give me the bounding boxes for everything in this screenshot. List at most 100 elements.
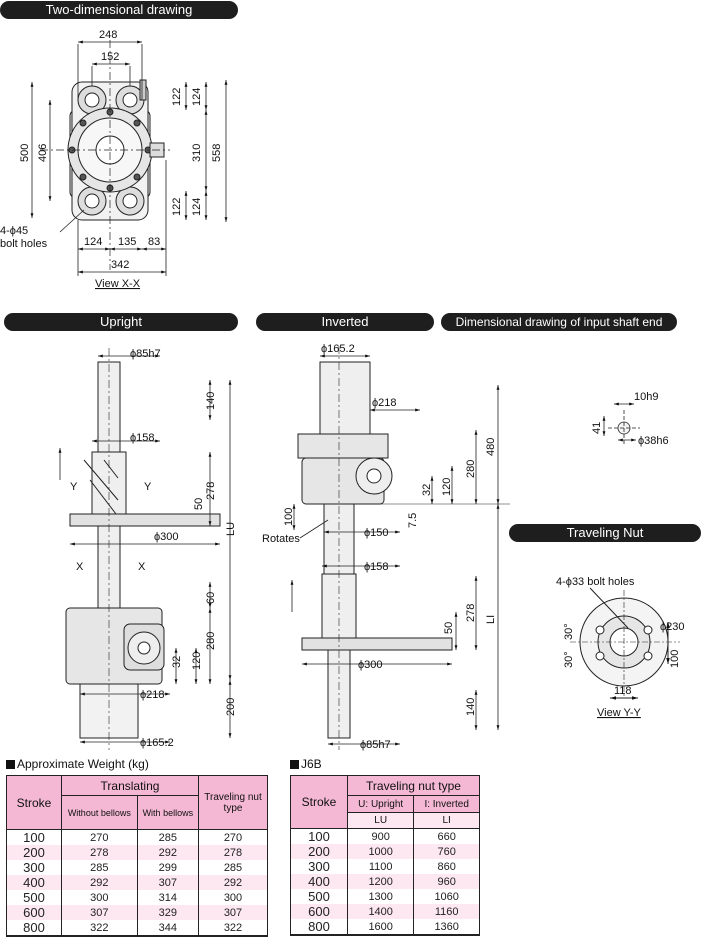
j6b-square-icon bbox=[290, 760, 299, 769]
upright-x-left: X bbox=[76, 561, 84, 573]
bolt-holes-label-2: bolt holes bbox=[0, 238, 48, 250]
upright-phi158: ϕ158 bbox=[130, 432, 155, 444]
value-cell: 960 bbox=[413, 874, 480, 889]
value-cell: 1600 bbox=[346, 919, 415, 936]
shaft-phi38: ϕ38h6 bbox=[638, 435, 669, 447]
inverted-dim-120: 120 bbox=[441, 478, 453, 496]
weight-header-nut-type: Traveling nut type bbox=[198, 775, 268, 830]
value-cell: 270 bbox=[198, 829, 268, 845]
inverted-dim-480: 480 bbox=[485, 438, 497, 456]
upright-dim-280: 280 bbox=[205, 632, 217, 650]
upright-phi300: ϕ300 bbox=[154, 531, 179, 543]
weight-square-icon bbox=[6, 760, 15, 769]
value-cell: 1160 bbox=[413, 904, 480, 919]
value-cell: 1200 bbox=[346, 874, 415, 889]
view-xx-labels: 248 152 122 124 500 406 310 558 122 124 … bbox=[0, 29, 223, 290]
stroke-cell: 300 bbox=[6, 860, 62, 875]
nut-bolt-holes: 4-ϕ33 bolt holes bbox=[556, 576, 635, 588]
value-cell: 292 bbox=[198, 875, 268, 890]
upright-lu: LU bbox=[225, 522, 237, 536]
value-cell: 344 bbox=[136, 920, 200, 937]
value-cell: 307 bbox=[136, 875, 200, 890]
weight-header-with-bellows: With bellows bbox=[136, 795, 200, 830]
shaft-10h9: 10h9 bbox=[634, 391, 658, 403]
inverted-labels: ϕ165.2 ϕ218 280 480 32 120 100 7.5 Rotat… bbox=[262, 343, 497, 751]
stroke-cell: 100 bbox=[290, 828, 348, 844]
inverted-dim-50: 50 bbox=[443, 622, 455, 634]
value-cell: 300 bbox=[61, 890, 138, 905]
j6b-header-nut-type: Traveling nut type bbox=[347, 775, 480, 796]
value-cell: 1100 bbox=[346, 859, 415, 874]
view-xx-dimensions bbox=[30, 40, 228, 276]
nut-dim-100: 100 bbox=[669, 650, 681, 668]
header-inverted: Inverted bbox=[256, 313, 434, 331]
dim-124-top: 124 bbox=[191, 88, 203, 106]
value-cell: 660 bbox=[413, 828, 480, 844]
shaft-end-drawing bbox=[602, 402, 640, 446]
dim-83: 83 bbox=[148, 236, 160, 248]
value-cell: 314 bbox=[136, 890, 200, 905]
upright-dim-50: 50 bbox=[193, 498, 205, 510]
dim-558: 558 bbox=[211, 144, 223, 162]
j6b-header-li: LI bbox=[413, 812, 480, 829]
j6b-header-inverted: I: Inverted bbox=[413, 795, 480, 813]
upright-dim-140: 140 bbox=[205, 392, 217, 410]
value-cell: 278 bbox=[61, 845, 138, 860]
nut-angle-30-bottom: 30° bbox=[563, 651, 575, 668]
upright-drawing bbox=[65, 361, 221, 739]
dim-124-bottom: 124 bbox=[191, 198, 203, 216]
shaft-41: 41 bbox=[591, 422, 603, 434]
stroke-cell: 400 bbox=[290, 874, 348, 889]
value-cell: 322 bbox=[61, 920, 138, 937]
dim-124-horizontal: 124 bbox=[84, 236, 102, 248]
value-cell: 900 bbox=[346, 828, 415, 844]
value-cell: 285 bbox=[61, 860, 138, 875]
inverted-phi218: ϕ218 bbox=[372, 397, 397, 409]
header-traveling-nut: Traveling Nut bbox=[509, 524, 701, 542]
dim-122-top: 122 bbox=[171, 88, 183, 106]
upright-dim-60: 60 bbox=[205, 592, 217, 604]
value-cell: 1300 bbox=[346, 889, 415, 904]
upright-dim-120: 120 bbox=[191, 652, 203, 670]
value-cell: 329 bbox=[136, 905, 200, 920]
upright-phi85: ϕ85h7 bbox=[130, 348, 161, 360]
stroke-cell: 800 bbox=[6, 920, 62, 937]
dim-310: 310 bbox=[191, 144, 203, 162]
nut-dim-118: 118 bbox=[614, 685, 632, 697]
value-cell: 322 bbox=[198, 920, 268, 937]
upright-dim-200: 200 bbox=[225, 698, 237, 716]
value-cell: 292 bbox=[61, 875, 138, 890]
dim-342: 342 bbox=[111, 259, 129, 271]
upright-y-left: Y bbox=[70, 481, 78, 493]
value-cell: 860 bbox=[413, 859, 480, 874]
value-cell: 1060 bbox=[413, 889, 480, 904]
view-xx-drawing bbox=[40, 40, 170, 270]
traveling-nut-labels: 4-ϕ33 bolt holes 30° 30° ϕ230 100 118 Vi… bbox=[556, 576, 685, 719]
value-cell: 300 bbox=[198, 890, 268, 905]
dim-248: 248 bbox=[99, 29, 117, 41]
value-cell: 1360 bbox=[413, 919, 480, 936]
stroke-cell: 600 bbox=[290, 904, 348, 919]
j6b-header-lu: LU bbox=[346, 812, 415, 829]
value-cell: 285 bbox=[136, 829, 200, 845]
value-cell: 1000 bbox=[346, 844, 415, 859]
upright-labels: ϕ85h7 140 ϕ158 50 278 LU ϕ300 Y Y X X 60… bbox=[70, 348, 237, 749]
value-cell: 299 bbox=[136, 860, 200, 875]
inverted-dim-280: 280 bbox=[465, 460, 477, 478]
weight-header-without-bellows: Without bellows bbox=[61, 795, 138, 830]
view-xx-caption: View X-X bbox=[95, 278, 141, 290]
inverted-li: LI bbox=[485, 615, 497, 624]
stroke-cell: 500 bbox=[6, 890, 62, 905]
nut-phi230: ϕ230 bbox=[660, 621, 685, 633]
inverted-dim-100: 100 bbox=[283, 508, 295, 526]
